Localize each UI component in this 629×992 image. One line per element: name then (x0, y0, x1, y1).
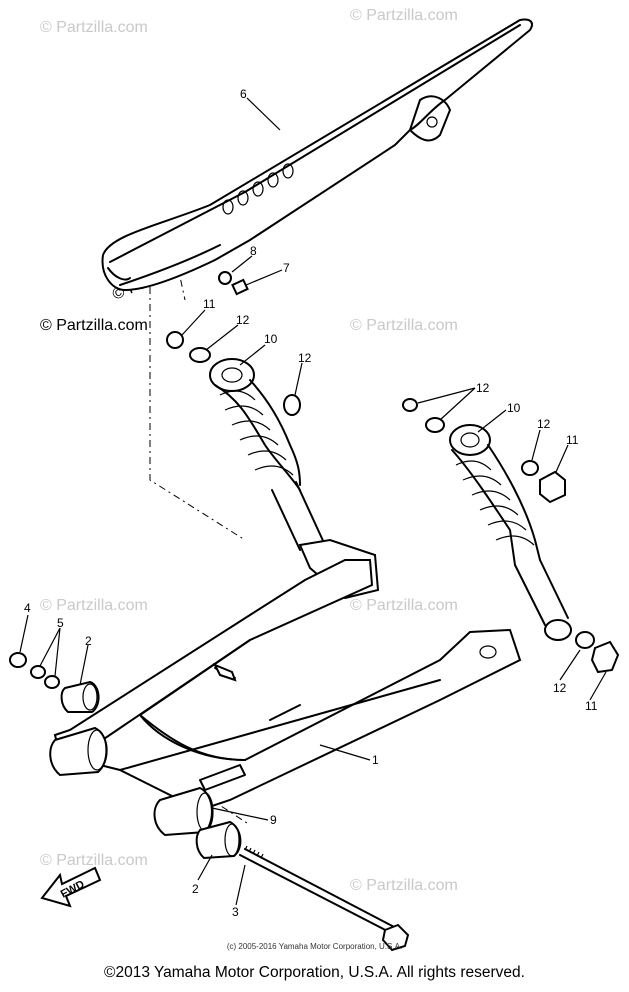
swingarm (53, 559, 522, 812)
callout-numbers: 6 8 7 11 12 10 12 12 10 12 11 4 5 2 1 9 … (24, 87, 598, 919)
callout-washer-right: 12 (476, 381, 490, 395)
chain-case (101, 18, 533, 292)
callout-collar: 8 (250, 244, 257, 258)
callout-bolt: 7 (283, 261, 290, 275)
fwd-label: FWD (59, 878, 87, 900)
callout-cap-nut-right: 11 (566, 433, 579, 447)
right-pivot-assembly (153, 786, 410, 952)
callout-bushing-left: 2 (85, 634, 92, 648)
copyright-main: ©2013 Yamaha Motor Corporation, U.S.A. A… (104, 964, 525, 981)
right-shock-absorber (402, 398, 620, 674)
callout-chain-case: 6 (240, 87, 247, 101)
watermark-text: © Partzilla.com (350, 597, 458, 614)
bolt-and-collar (218, 271, 249, 296)
callout-washer-pivot: 5 (57, 616, 64, 630)
watermark-text: © Partzilla.com (350, 877, 458, 894)
watermark-text: © Partzilla.com (350, 7, 458, 24)
callout-washer-left: 12 (236, 313, 250, 327)
copyright-small: (c) 2005-2016 Yamaha Motor Corporation, … (226, 942, 403, 951)
callout-swingarm: 1 (372, 753, 379, 767)
fwd-arrow: FWD (40, 866, 102, 908)
watermark-text: © Partzilla.com (40, 852, 148, 869)
watermark-text: © Partzilla.com (40, 19, 148, 36)
callout-shock-left: 10 (264, 332, 278, 346)
watermark-text: © Partzilla.com (40, 597, 148, 614)
watermark-text: © Partzilla.com (40, 317, 148, 334)
left-shock-absorber (166, 331, 380, 600)
callout-shaft: 3 (232, 905, 239, 919)
callout-shock-right: 10 (507, 401, 521, 415)
callout-washer-lower: 12 (553, 681, 567, 695)
leader-lines (19, 97, 607, 906)
watermark-text: © Partzilla.com (350, 317, 458, 334)
callout-washer-left-lower: 12 (298, 351, 312, 365)
callout-nut: 4 (24, 601, 31, 615)
callout-dust-cover: 9 (270, 813, 277, 827)
callout-cap-nut-left: 11 (203, 297, 216, 311)
callout-bushing-right: 2 (192, 882, 199, 896)
left-pivot-bushings (9, 652, 108, 777)
callout-washer-right-mid: 12 (537, 417, 551, 431)
callout-cap-nut-lower: 11 (585, 699, 598, 713)
